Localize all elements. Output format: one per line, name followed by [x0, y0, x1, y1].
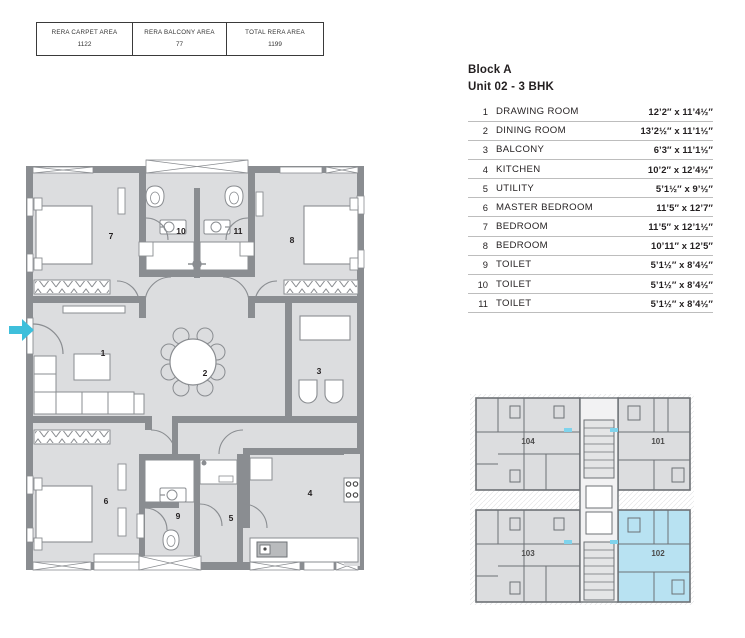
schedule-row: 4 KITCHEN 10’2″ x 12’4½″	[468, 159, 713, 179]
room-schedule-table: 1 DRAWING ROOM 12’2″ x 11’4½″ 2 DINING ROOM 1…	[468, 102, 713, 313]
rera-area-table: RERA CARPET AREA 1122 RERA BALCONY AREA …	[36, 22, 324, 57]
room-number: 10	[477, 278, 488, 290]
room-name: TOILET	[496, 259, 532, 271]
room-number: 5	[482, 182, 488, 194]
room-number: 1	[482, 105, 488, 117]
keyplan-core	[564, 397, 619, 603]
schedule-row: 7 BEDROOM 11’5″ x 12’1½″	[468, 217, 713, 237]
room-dimension: 5’1½″ x 8’4½″	[650, 297, 713, 309]
room-utility-5	[199, 459, 238, 527]
room-name: DRAWING ROOM	[496, 105, 579, 117]
schedule-row: 10 TOILET 5’1½″ x 8’4½″	[468, 275, 713, 294]
rera-table-cell: RERA CARPET AREA 1122	[37, 23, 133, 56]
room-number: 9	[482, 259, 488, 271]
room-dimension: 5’1½″ x 9’½″	[655, 182, 713, 194]
room-dimension: 11’5″ x 12’7″	[656, 201, 713, 213]
unit-title: Unit 02 - 3 BHK	[468, 80, 555, 93]
room-number-marker: 5	[229, 513, 234, 523]
block-title: Block A	[468, 64, 512, 76]
room-name: BEDROOM	[496, 240, 549, 252]
schedule-row: 5 UTILITY 5’1½″ x 9’½″	[468, 179, 713, 198]
room-name: KITCHEN	[496, 163, 541, 175]
room-dimension: 5’1½″ x 8’4½″	[650, 259, 713, 271]
keyplan-unit-102[interactable]: 102	[617, 509, 691, 603]
room-name: TOILET	[496, 278, 532, 290]
unit-schedule: Block A Unit 02 - 3 BHK 1 DRAWING ROOM 12’…	[468, 62, 713, 313]
room-name: TOILET	[496, 297, 532, 309]
total-rera-area-value: 1199	[268, 41, 282, 49]
room-number-marker: 1	[101, 348, 106, 358]
room-number-marker: 4	[308, 488, 313, 498]
room-name: BEDROOM	[496, 221, 549, 233]
room-number: 6	[482, 201, 488, 213]
keyplan-unit-103[interactable]: 103	[475, 509, 581, 603]
room-number-marker: 6	[104, 496, 109, 506]
schedule-row: 9 TOILET 5’1½″ x 8’4½″	[468, 255, 713, 275]
room-number-marker: 10	[176, 226, 186, 236]
room-number-marker: 8	[290, 235, 295, 245]
room-dining-2	[144, 276, 250, 455]
rera-carpet-area-label: RERA CARPET AREA	[51, 29, 118, 36]
rera-carpet-area-value: 1122	[77, 41, 92, 49]
keyplan-unit-101[interactable]: 101	[617, 397, 691, 491]
room-dimension: 6’3″ x 11’1½″	[653, 144, 713, 156]
room-dimension: 10’2″ x 12’4½″	[647, 163, 713, 175]
rera-table-cell: TOTAL RERA AREA 1199	[227, 23, 323, 55]
room-number: 8	[482, 240, 488, 252]
schedule-row: 6 MASTER BEDROOM 11’5″ x 12’7″	[468, 198, 713, 217]
keyplan-unit-label: 104	[521, 437, 535, 446]
room-bedroom-7	[33, 187, 140, 304]
schedule-row: 8 BEDROOM 10’11″ x 12’5″	[468, 236, 713, 256]
keyplan-unit-label: 101	[651, 437, 665, 446]
schedule-row: 3 BALCONY 6’3″ x 11’1½″	[468, 140, 713, 160]
entry-direction-arrow	[9, 319, 34, 341]
room-number-marker: 7	[109, 231, 114, 241]
key-plan: 104 101 103 102	[470, 394, 694, 605]
rera-balcony-area-value: 77	[175, 41, 184, 49]
room-dimension: 11’5″ x 12’1½″	[648, 221, 713, 233]
room-number: 3	[482, 144, 488, 156]
room-number: 2	[482, 125, 488, 137]
room-dimension: 5’1½″ x 8’4½″	[650, 278, 713, 290]
rera-balcony-area-label: RERA BALCONY AREA	[144, 29, 215, 36]
room-name: BALCONY	[496, 144, 545, 156]
room-number: 4	[482, 163, 488, 175]
keyplan-unit-label: 103	[521, 549, 535, 558]
room-toilet-10	[138, 180, 195, 271]
keyplan-unit-label: 102	[651, 549, 665, 558]
room-name: DINING ROOM	[496, 125, 566, 137]
room-drawing-1	[26, 305, 145, 415]
room-master-bedroom-6	[33, 429, 140, 563]
room-number-marker: 2	[203, 368, 208, 378]
room-number-marker: 11	[234, 226, 243, 236]
room-toilet-11	[188, 180, 264, 272]
room-number-marker: 3	[317, 366, 322, 376]
room-balcony-3	[298, 315, 351, 404]
schedule-row: 11 TOILET 5’1½″ x 8’4½″	[468, 294, 713, 313]
room-dimension: 13’2½″ x 11’1½″	[640, 125, 713, 137]
schedule-row: 1 DRAWING ROOM 12’2″ x 11’4½″	[468, 102, 713, 122]
room-kitchen-4	[242, 454, 361, 566]
room-name: MASTER BEDROOM	[496, 201, 594, 213]
total-rera-area-label: TOTAL RERA AREA	[245, 29, 305, 36]
room-number-marker: 9	[176, 511, 181, 521]
room-dimension: 12’2″ x 11’4½″	[648, 105, 713, 117]
room-number: 11	[478, 297, 488, 309]
keyplan-unit-104[interactable]: 104	[475, 397, 581, 491]
room-toilet-9	[136, 459, 195, 551]
room-bedroom-8	[254, 197, 359, 304]
room-dimension: 10’11″ x 12’5″	[651, 240, 713, 252]
room-name: UTILITY	[496, 182, 535, 194]
floor-plan-drawing: 1 2 3 4 5 6 7 8 9 10 11	[9, 159, 365, 571]
schedule-row: 2 DINING ROOM 13’2½″ x 11’1½″	[468, 121, 713, 141]
room-number: 7	[482, 221, 488, 233]
rera-table-cell: RERA BALCONY AREA 77	[133, 23, 227, 56]
